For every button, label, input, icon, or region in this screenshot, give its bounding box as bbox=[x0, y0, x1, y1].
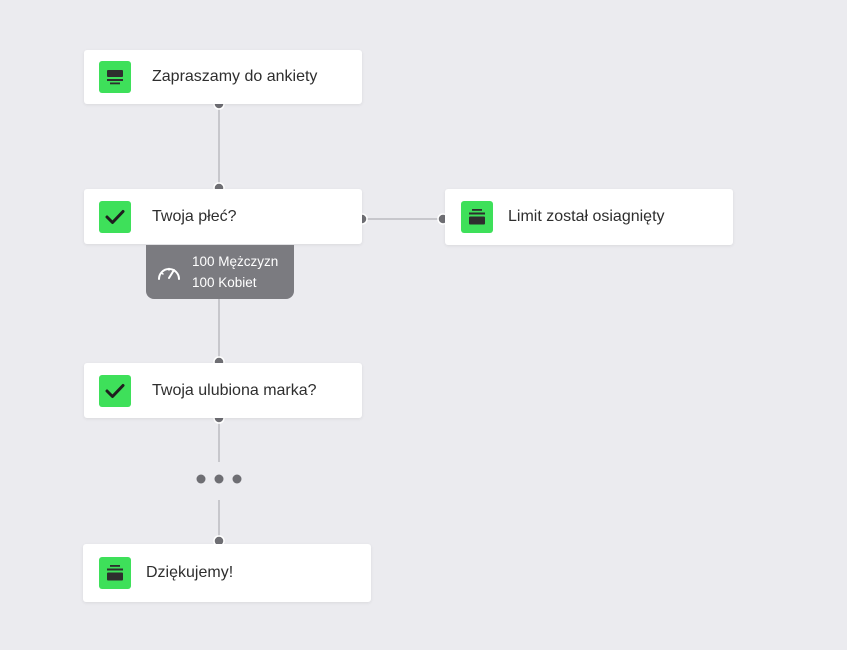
speedometer-icon bbox=[156, 262, 182, 282]
welcome-page-icon bbox=[99, 61, 131, 93]
quota-line-women: 100 Kobiet bbox=[192, 275, 257, 290]
node-label: Twoja ulubiona marka? bbox=[152, 381, 317, 399]
node-label: Dziękujemy! bbox=[146, 564, 234, 581]
quota-tag[interactable]: 100 Mężczyzn 100 Kobiet bbox=[146, 245, 294, 299]
node-label: Twoja płeć? bbox=[152, 207, 237, 225]
quota-lines: 100 Mężczyzn 100 Kobiet bbox=[192, 253, 278, 291]
end-page-icon bbox=[461, 201, 493, 233]
checkbox-checked-icon bbox=[99, 374, 131, 407]
flow-node-thank-you[interactable]: Dziękujemy! bbox=[83, 544, 371, 602]
quota-line-men: 100 Mężczyzn bbox=[192, 254, 279, 269]
more-dots-icon[interactable] bbox=[196, 474, 242, 484]
node-label: Zapraszamy do ankiety bbox=[152, 68, 318, 85]
flow-node-welcome[interactable]: Zapraszamy do ankiety bbox=[84, 50, 362, 104]
checkbox-checked-icon bbox=[99, 200, 131, 233]
node-label: Limit został osiagnięty bbox=[508, 208, 665, 225]
flow-node-limit-reached[interactable]: Limit został osiagnięty bbox=[445, 189, 733, 245]
end-page-icon bbox=[99, 557, 131, 589]
flow-node-question-gender[interactable]: Twoja płeć? bbox=[84, 189, 362, 244]
flow-node-question-brand[interactable]: Twoja ulubiona marka? bbox=[84, 363, 362, 418]
